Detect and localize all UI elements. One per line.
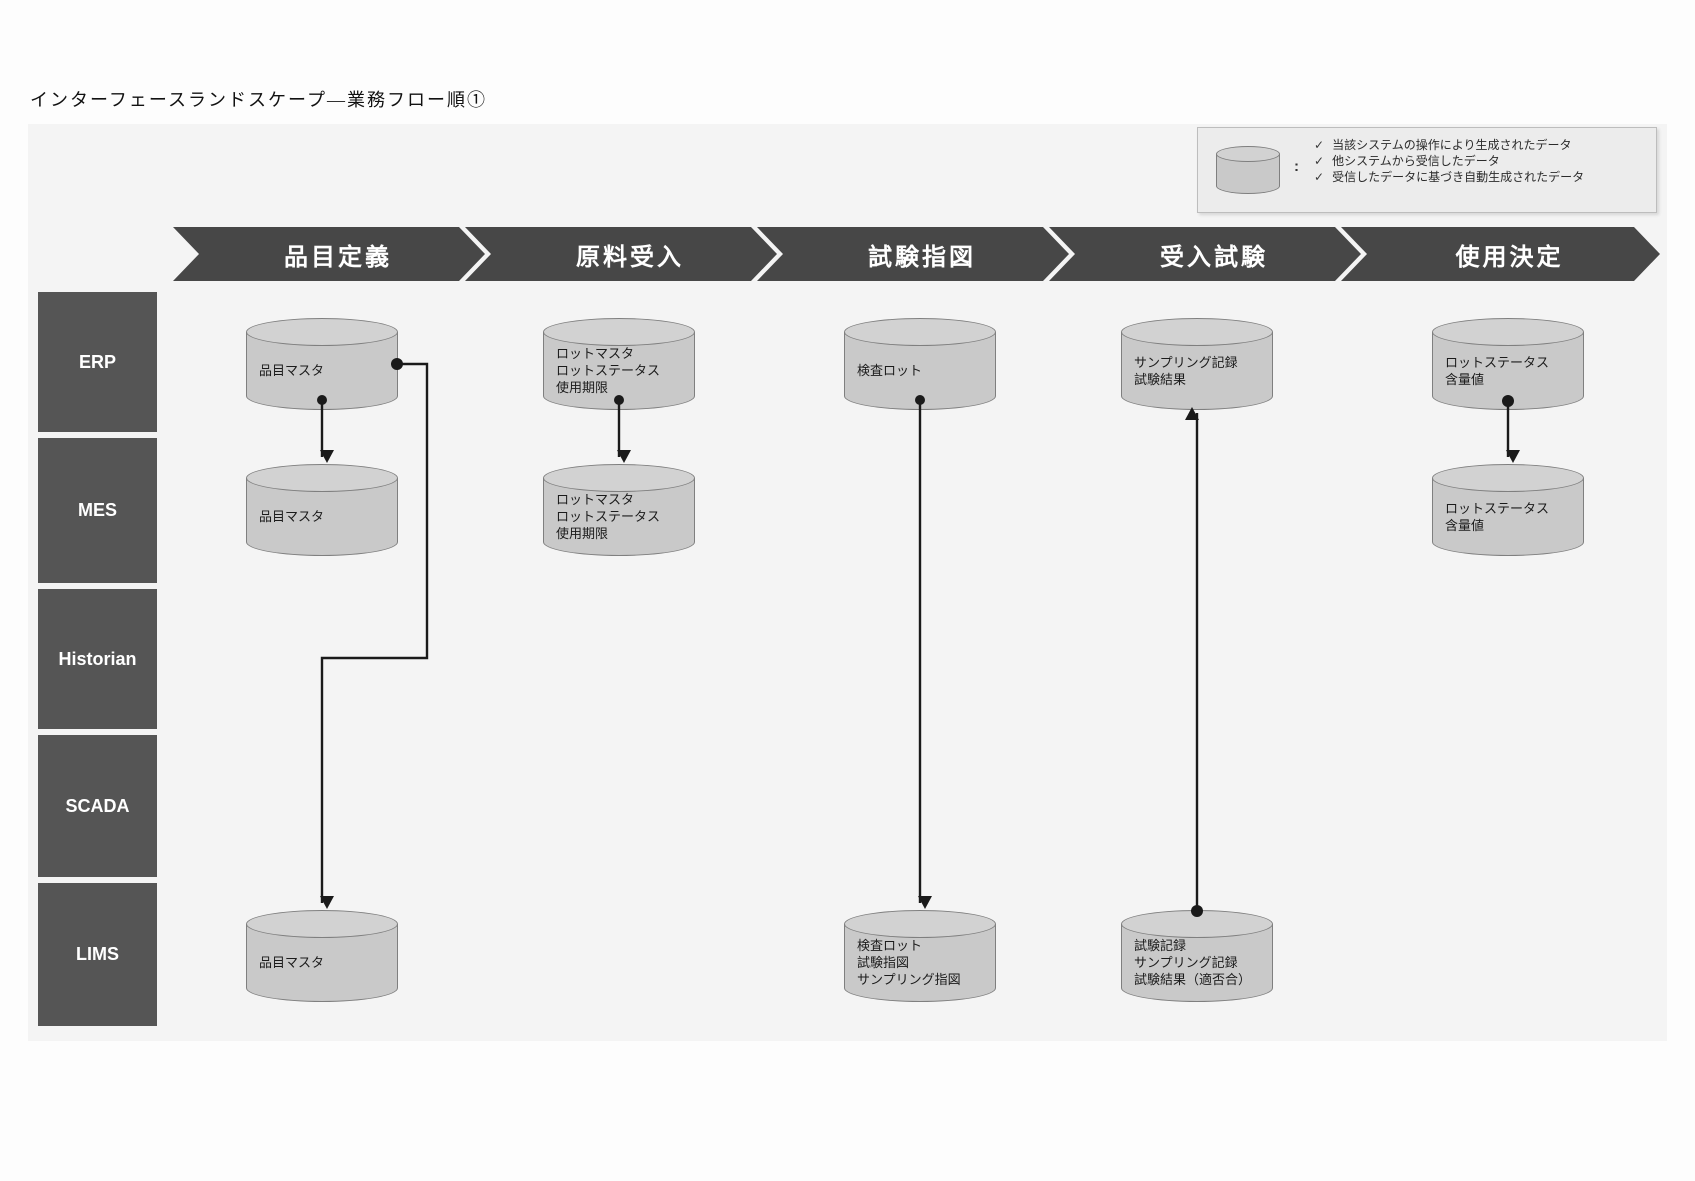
phase-label: 品目定義 bbox=[284, 243, 392, 271]
datastore-mes-lot-master: ロットマスタ ロットステータス 使用期限 bbox=[543, 464, 695, 556]
datastore-lims-inspection-lot: 検査ロット 試験指図 サンプリング指図 bbox=[844, 910, 996, 1002]
cylinder-top bbox=[543, 318, 695, 346]
cylinder-body bbox=[844, 924, 996, 1002]
datastore-line: 品目マスタ bbox=[259, 955, 325, 970]
datastore-line: 含量値 bbox=[1445, 518, 1485, 533]
datastore-line: 試験結果 bbox=[1134, 372, 1187, 387]
phase-label: 試験指図 bbox=[868, 243, 976, 271]
datastore-line: サンプリング記録 bbox=[1134, 955, 1238, 970]
datastore-erp-sampling-record: サンプリング記録 試験結果 bbox=[1121, 318, 1273, 410]
datastore-erp-item-master: 品目マスタ bbox=[246, 318, 398, 410]
datastore-line: 検査ロット bbox=[857, 363, 923, 378]
datastore-line: 使用期限 bbox=[556, 526, 609, 541]
datastore-lims-test-record: 試験記録 サンプリング記録 試験結果（適否合） bbox=[1121, 910, 1273, 1002]
cylinder-top bbox=[844, 318, 996, 346]
legend-box: : ✓ 当該システムの操作により生成されたデータ ✓ 他システムから受信したデー… bbox=[1197, 127, 1657, 213]
check-icon: ✓ bbox=[1314, 138, 1325, 152]
datastore-line: 品目マスタ bbox=[259, 363, 325, 378]
system-row-lims: LIMS bbox=[38, 883, 157, 1026]
cylinder-top bbox=[844, 910, 996, 938]
datastore-mes-lot-status: ロットステータス 含量値 bbox=[1432, 464, 1584, 556]
phase-label: 受入試験 bbox=[1160, 243, 1268, 271]
datastore-mes-item-master: 品目マスタ bbox=[246, 464, 398, 556]
cylinder-top bbox=[1432, 318, 1584, 346]
phase-test-instruction: 試験指図 bbox=[757, 227, 1069, 281]
datastore-line: 試験結果（適否合） bbox=[1134, 972, 1252, 987]
datastore-erp-lot-status: ロットステータス 含量値 bbox=[1432, 318, 1584, 410]
datastore-line: ロットマスタ bbox=[556, 346, 635, 361]
check-icon: ✓ bbox=[1314, 170, 1325, 184]
system-row-mes: MES bbox=[38, 438, 157, 583]
datastore-line: 検査ロット bbox=[857, 938, 923, 953]
phase-band: 品目定義 原料受入 試験指図 受入試験 使用決定 bbox=[173, 227, 1660, 281]
system-row-scada: SCADA bbox=[38, 735, 157, 877]
system-row-historian: Historian bbox=[38, 589, 157, 729]
legend-item-label: 当該システムの操作により生成されたデータ bbox=[1332, 138, 1572, 152]
datastore-line: ロットマスタ bbox=[556, 492, 635, 507]
datastore-erp-lot-master: ロットマスタ ロットステータス 使用期限 bbox=[543, 318, 695, 410]
datastore-line: ロットステータス bbox=[556, 509, 661, 524]
phase-label: 原料受入 bbox=[576, 243, 684, 271]
check-icon: ✓ bbox=[1314, 154, 1325, 168]
cylinder-top bbox=[246, 318, 398, 346]
legend-item: ✓ 当該システムの操作により生成されたデータ bbox=[1314, 137, 1584, 153]
datastore-line: サンプリング記録 bbox=[1134, 355, 1238, 370]
phase-usage-decision: 使用決定 bbox=[1341, 227, 1660, 281]
system-label: LIMS bbox=[76, 944, 119, 964]
cylinder-top bbox=[543, 464, 695, 492]
datastore-line: 含量値 bbox=[1445, 372, 1485, 387]
page-title: インターフェースランドスケープ―業務フロー順① bbox=[30, 90, 487, 110]
datastore-line: ロットステータス bbox=[1445, 501, 1550, 516]
cylinder-top bbox=[1121, 910, 1273, 938]
legend-item-label: 受信したデータに基づき自動生成されたデータ bbox=[1332, 170, 1585, 184]
system-label: Historian bbox=[58, 648, 137, 669]
cylinder-top bbox=[1121, 318, 1273, 346]
system-label: ERP bbox=[78, 351, 116, 372]
system-label: MES bbox=[77, 500, 117, 520]
phase-label: 使用決定 bbox=[1455, 243, 1564, 271]
system-row-erp: ERP bbox=[38, 292, 157, 432]
datastore-lims-item-master: 品目マスタ bbox=[246, 910, 398, 1002]
cylinder-top bbox=[1432, 464, 1584, 492]
system-label: SCADA bbox=[65, 795, 130, 816]
phase-material-receipt: 原料受入 bbox=[465, 227, 777, 281]
phase-item-definition: 品目定義 bbox=[173, 227, 485, 281]
legend-item: ✓ 他システムから受信したデータ bbox=[1314, 153, 1584, 169]
legend-items: ✓ 当該システムの操作により生成されたデータ ✓ 他システムから受信したデータ … bbox=[1314, 137, 1584, 185]
legend-item: ✓ 受信したデータに基づき自動生成されたデータ bbox=[1314, 169, 1584, 185]
cylinder-top bbox=[1216, 146, 1280, 162]
datastore-line: サンプリング指図 bbox=[857, 972, 961, 987]
datastore-line: ロットステータス bbox=[556, 363, 661, 378]
datastore-line: 使用期限 bbox=[556, 380, 609, 395]
datastore-erp-inspection-lot: 検査ロット bbox=[844, 318, 996, 410]
datastore-line: 試験記録 bbox=[1134, 938, 1187, 953]
legend-item-label: 他システムから受信したデータ bbox=[1332, 154, 1500, 168]
legend-separator: : bbox=[1294, 158, 1299, 175]
cylinder-top bbox=[246, 910, 398, 938]
cylinder-top bbox=[246, 464, 398, 492]
datastore-line: 試験指図 bbox=[857, 955, 910, 970]
database-cylinder-icon bbox=[1216, 146, 1280, 194]
datastore-line: 品目マスタ bbox=[259, 509, 325, 524]
phase-acceptance-test: 受入試験 bbox=[1049, 227, 1361, 281]
datastore-line: ロットステータス bbox=[1445, 355, 1550, 370]
